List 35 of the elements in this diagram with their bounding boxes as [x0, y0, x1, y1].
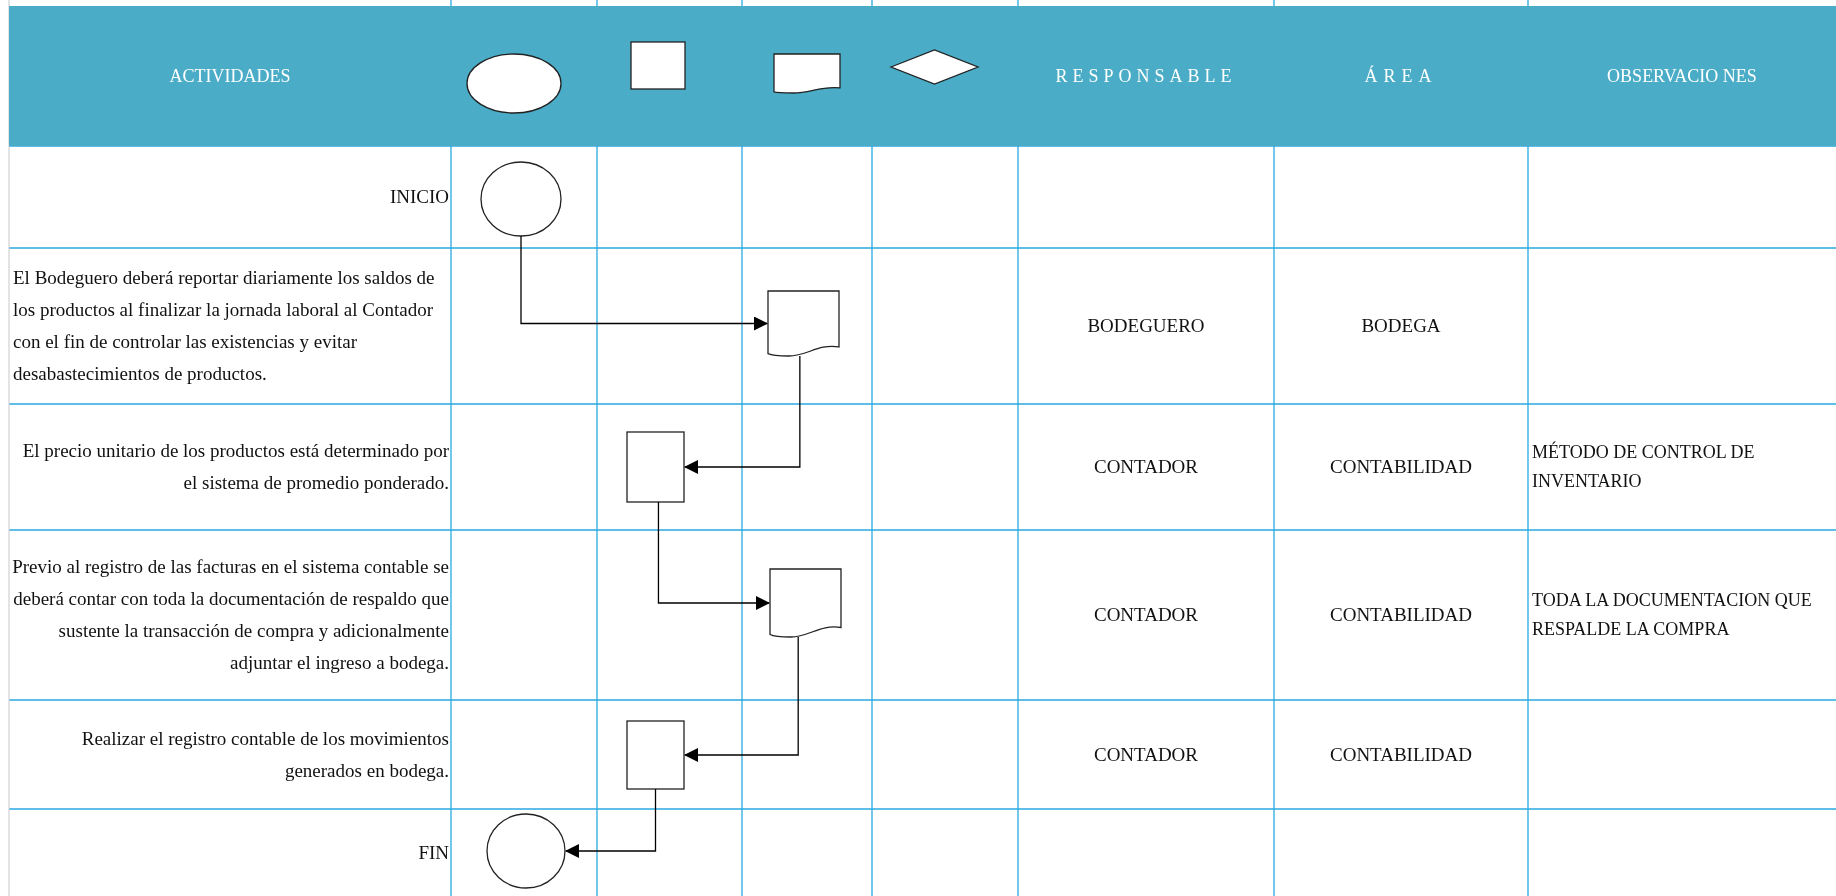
column-header: RESPONSABLE — [1055, 65, 1237, 88]
area-text: BODEGA — [1361, 314, 1441, 338]
process-box — [630, 41, 686, 90]
area-text: CONTABILIDAD — [1330, 455, 1472, 479]
activity-text: Realizar el registro contable de los movimientos generados en bodega. — [80, 726, 449, 783]
area-text: CONTABILIDAD — [1330, 742, 1472, 767]
arrow — [684, 636, 799, 762]
arrow — [684, 355, 801, 474]
column-header: ÁREA — [1364, 64, 1438, 88]
arrow — [520, 235, 768, 331]
responsible-text: CONTADOR — [1093, 603, 1198, 627]
column-header: OBSERVACIO NES — [1607, 65, 1757, 88]
arrow — [657, 501, 770, 610]
activity-text: El Bodeguero deberá reportar diariamente los saldos de los productos al finalizar la jornada laboral al Contador con el fin de controlar las existencias y evitar desabastecimientos de productos. — [13, 266, 436, 386]
activity-text: INICIO — [389, 185, 449, 209]
terminal-oval — [466, 53, 562, 114]
responsible-text: CONTADOR — [1093, 455, 1198, 479]
arrow — [565, 788, 657, 858]
document-shape — [767, 290, 840, 357]
column-header: ACTIVIDADES — [169, 65, 291, 88]
activity-text: El precio unitario de los productos está determinado por el sistema de promedio ponderado. — [21, 439, 449, 495]
activity-text: Previo al registro de las facturas en el sistema contable se deberá contar con toda la documentación de respaldo que sustente la transacción de compra y adicionalmente adjuntar el ingreso a bodega. — [11, 555, 449, 675]
observation-text: TODA LA DOCUMENTACION QUE RESPALDE LA COMPRA — [1532, 589, 1813, 641]
observation-text: MÉTODO DE CONTROL DE INVENTARIO — [1532, 440, 1756, 493]
area-text: CONTABILIDAD — [1330, 603, 1472, 627]
process-box — [626, 431, 685, 503]
responsible-text: CONTADOR — [1093, 742, 1198, 767]
terminal-oval — [486, 813, 566, 889]
document-shape — [769, 568, 842, 638]
activity-text: FIN — [418, 840, 449, 865]
decision-diamond — [890, 49, 979, 85]
terminal-oval — [480, 161, 562, 237]
document-shape — [773, 53, 841, 94]
process-box — [626, 720, 685, 790]
responsible-text: BODEGUERO — [1087, 314, 1205, 338]
